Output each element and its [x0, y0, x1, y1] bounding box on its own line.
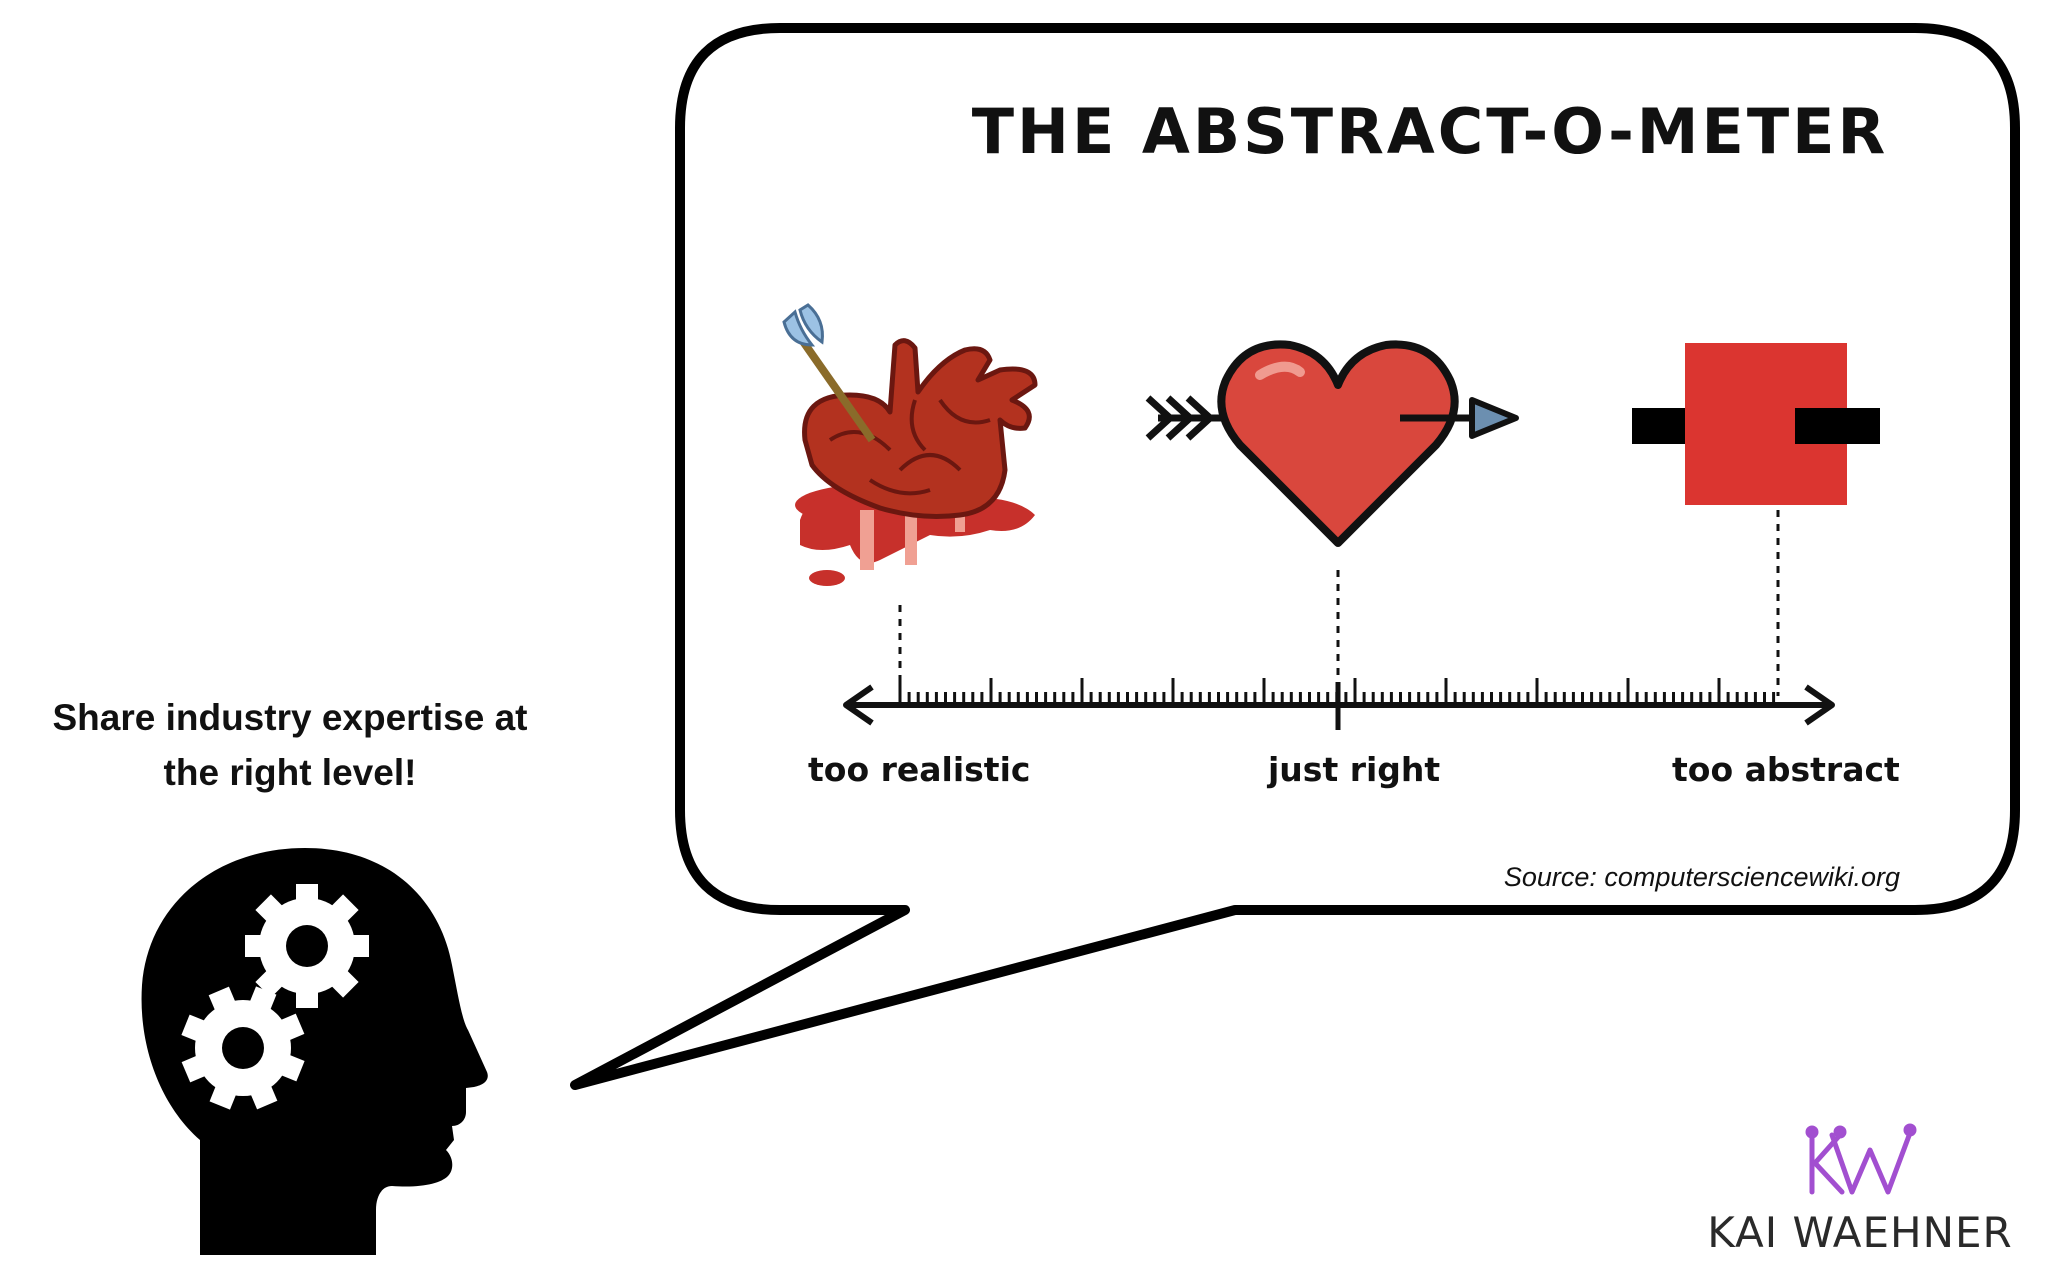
head-gears-icon	[141, 848, 488, 1255]
caption-line-1: Share industry expertise at	[52, 697, 528, 738]
meter-scale	[843, 678, 1835, 730]
source-credit: Source: computersciencewiki.org	[1503, 862, 1900, 892]
anatomical-heart-icon	[782, 303, 1038, 586]
abstract-square-icon	[1632, 343, 1880, 505]
label-too-abstract: too abstract	[1672, 750, 1900, 789]
label-too-realistic: too realistic	[808, 750, 1031, 789]
label-just-right: just right	[1268, 750, 1441, 789]
kw-logo-icon	[1805, 1123, 1917, 1195]
speech-bubble	[570, 23, 2020, 1090]
caption-line-2: the right level!	[163, 752, 417, 793]
meter-title: THE ABSTRACT-O-METER	[971, 95, 1889, 168]
scale-ticks	[898, 678, 1776, 705]
brand-name: KAI WAEHNER	[1707, 1208, 2013, 1257]
heart-arrow-icon	[1145, 340, 1519, 547]
caption: Share industry expertise at the right le…	[0, 690, 580, 800]
dotted-leaders	[898, 510, 1780, 700]
